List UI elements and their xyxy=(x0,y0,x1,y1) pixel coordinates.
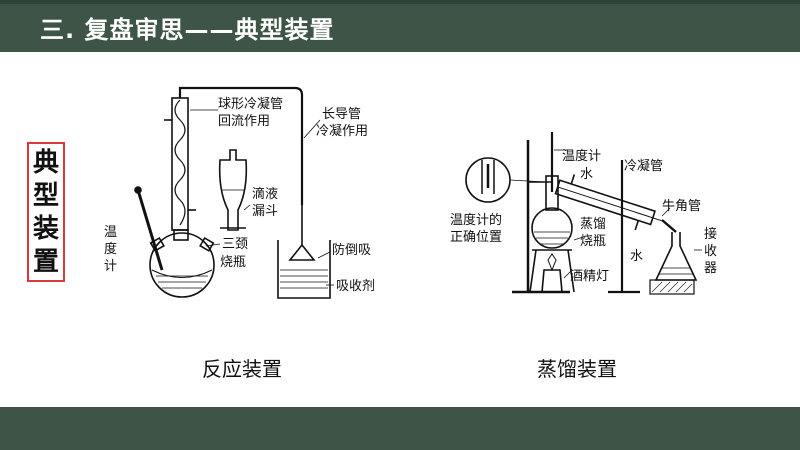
label-correct-position-line2: 正确位置 xyxy=(450,230,502,245)
label-alcohol-lamp: 酒精灯 xyxy=(570,269,609,284)
label-adapter: 牛角管 xyxy=(662,199,701,214)
left-diagram-caption: 反应装置 xyxy=(202,357,282,381)
distillation-apparatus-diagram: 温度计 水 冷凝管 温度计的 正确位置 蒸馏 烧瓶 牛角管 水 酒精灯 接 收 … xyxy=(450,132,717,295)
long-guide-tube xyxy=(178,86,304,205)
header-bar: 三. 复盘审思——典型装置 xyxy=(0,0,800,52)
side-label-char: 典 xyxy=(32,148,59,178)
label-receiver: 接 xyxy=(704,226,717,242)
inverted-funnel xyxy=(288,205,316,261)
label-long-tube-line1: 长导管 xyxy=(322,107,361,122)
label-receiver: 器 xyxy=(704,261,717,276)
label-thermometer: 温度计 xyxy=(562,148,601,164)
header-accent xyxy=(0,0,800,4)
adapter xyxy=(661,219,677,233)
label-absorbent: 吸收剂 xyxy=(336,279,375,294)
label-flask-line2: 烧瓶 xyxy=(220,255,246,270)
label-correct-position-line1: 温度计的 xyxy=(450,212,502,228)
side-label-char: 置 xyxy=(32,247,59,277)
label-condenser-line1: 球形冷凝管 xyxy=(218,96,283,112)
label-condenser: 冷凝管 xyxy=(624,158,663,174)
label-receiver: 收 xyxy=(704,244,717,259)
distillation-flask xyxy=(531,207,573,249)
label-distillation-flask-line1: 蒸馏 xyxy=(580,217,606,232)
footer-bar xyxy=(0,407,800,450)
label-water-outlet: 水 xyxy=(630,249,643,264)
label-distillation-flask-line2: 烧瓶 xyxy=(580,234,606,249)
three-neck-flask xyxy=(149,232,215,298)
beaker xyxy=(277,240,331,299)
receiver-flask xyxy=(654,232,698,281)
label-thermometer: 度 xyxy=(104,241,117,257)
page-title: 三. 复盘审思——典型装置 xyxy=(40,16,335,44)
label-funnel-line1: 滴液 xyxy=(252,186,278,202)
side-label-char: 装 xyxy=(32,214,59,244)
label-anti-suckback: 防倒吸 xyxy=(332,242,371,258)
label-condenser-line2: 回流作用 xyxy=(218,114,270,129)
alcohol-lamp xyxy=(541,269,563,293)
reaction-apparatus-diagram: 球形冷凝管 回流作用 长导管 冷凝作用 温 度 计 滴液 漏斗 三颈 烧瓶 防倒… xyxy=(104,86,375,299)
right-diagram-caption: 蒸馏装置 xyxy=(537,357,617,381)
thermometer xyxy=(136,189,164,271)
label-long-tube-line2: 冷凝作用 xyxy=(316,123,368,139)
side-label-char: 型 xyxy=(32,181,59,211)
side-label-box: 典 型 装 置 xyxy=(27,142,65,282)
label-thermometer: 温 xyxy=(104,225,117,240)
spherical-condenser xyxy=(171,97,189,231)
label-thermometer: 计 xyxy=(104,259,117,274)
label-funnel-line2: 漏斗 xyxy=(252,203,278,219)
dropping-funnel xyxy=(218,149,248,231)
label-water-inlet: 水 xyxy=(580,167,593,182)
label-flask-line1: 三颈 xyxy=(222,237,248,252)
